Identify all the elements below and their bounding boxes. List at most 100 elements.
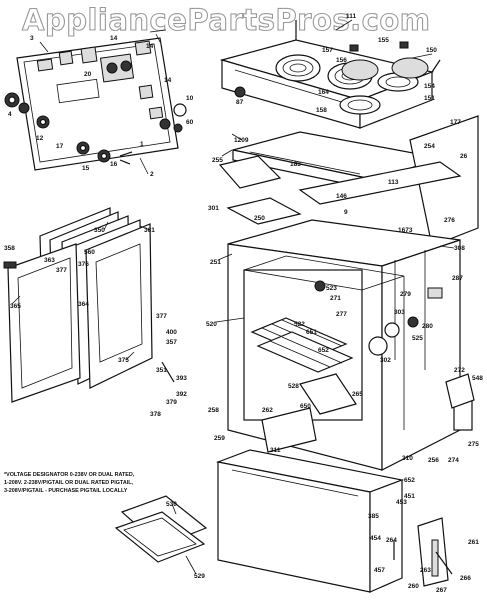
part-label: 254 — [424, 143, 435, 150]
part-label: 264 — [386, 537, 397, 544]
part-label: 351 — [156, 367, 167, 374]
part-label: 451 — [404, 493, 415, 500]
broiler-pan — [114, 495, 208, 563]
part-label: 14 — [146, 43, 154, 50]
part-label: 12 — [36, 135, 44, 142]
part-label: 164 — [318, 89, 329, 96]
control-knobs — [4, 92, 133, 165]
watermark: AppliancePartsPros.com — [22, 3, 430, 37]
part-label: 310 — [402, 455, 413, 462]
part-label: 262 — [262, 407, 273, 414]
part-label: 529 — [194, 573, 205, 580]
part-label: 2 — [150, 171, 154, 178]
oven-door — [3, 207, 175, 403]
part-label: 151 — [424, 95, 435, 102]
part-label: 530 — [166, 501, 177, 508]
part-label: 17 — [56, 143, 64, 150]
part-label: 256 — [428, 457, 439, 464]
part-label: 16 — [110, 161, 118, 168]
part-label: 9 — [344, 209, 348, 216]
part-label: 272 — [454, 367, 465, 374]
part-label: 261 — [468, 539, 479, 546]
part-label: 525 — [412, 335, 423, 342]
part-label: 375 — [118, 357, 129, 364]
part-label: 652 — [404, 477, 415, 484]
part-label: 385 — [368, 513, 379, 520]
door-hinges — [393, 517, 453, 587]
part-label: 365 — [10, 303, 21, 310]
part-label: 1 — [140, 141, 144, 148]
part-label: 400 — [166, 329, 177, 336]
part-label: 146 — [336, 193, 347, 200]
part-label: 302 — [380, 357, 391, 364]
part-label: 528 — [288, 383, 299, 390]
right-components — [314, 280, 475, 431]
part-label: 177 — [450, 119, 461, 126]
part-label: 157 — [322, 47, 333, 54]
part-label: 364 — [78, 301, 89, 308]
part-label: 454 — [370, 535, 381, 542]
part-label: 255 — [212, 157, 223, 164]
cooktop — [219, 20, 441, 129]
part-label: 652 — [318, 347, 329, 354]
part-label: 265 — [352, 391, 363, 398]
part-label: 363 — [44, 257, 55, 264]
part-label: 379 — [166, 399, 177, 406]
part-label: 266 — [460, 575, 471, 582]
part-label: 14 — [164, 77, 172, 84]
part-label: 276 — [444, 217, 455, 224]
part-label: 3 — [30, 35, 34, 42]
part-label: 280 — [422, 323, 433, 330]
part-label: 523 — [326, 285, 337, 292]
surface-units — [341, 41, 429, 81]
part-label: 250 — [254, 215, 265, 222]
part-label: 10 — [186, 95, 194, 102]
part-label: 263 — [420, 567, 431, 574]
part-label: 378 — [150, 411, 161, 418]
part-label: 357 — [166, 339, 177, 346]
part-label: 111 — [346, 13, 357, 20]
part-label: 650 — [300, 403, 311, 410]
part-callouts: 111 157 155 150 156 154 151 164 158 87 1… — [4, 13, 483, 594]
part-label: 522 — [294, 321, 305, 328]
part-label: 60 — [186, 119, 194, 126]
part-label: 311 — [270, 447, 281, 454]
part-label: 183 — [290, 161, 301, 168]
part-label: 520 — [206, 321, 217, 328]
part-label: 651 — [306, 329, 317, 336]
part-label: 301 — [208, 205, 219, 212]
note-line-3: 3-208V/PIGTAIL - PURCHASE PIGTAIL LOCALL… — [4, 488, 128, 494]
side-panel — [298, 115, 479, 247]
part-label: 113 — [388, 179, 399, 186]
part-label: 1209 — [234, 137, 249, 144]
part-label: 457 — [374, 567, 385, 574]
part-label: 1673 — [398, 227, 413, 234]
part-label: 267 — [436, 587, 447, 594]
part-label: 377 — [56, 267, 67, 274]
part-label: 158 — [316, 107, 327, 114]
note-line-1: *VOLTAGE DESIGNATOR 0-238V OR DUAL RATED… — [4, 472, 135, 478]
part-label: 279 — [400, 291, 411, 298]
part-label: 393 — [176, 375, 187, 382]
part-label: 350 — [94, 227, 105, 234]
part-label: 453 — [396, 499, 407, 506]
part-label: 155 — [378, 37, 389, 44]
part-label: 20 — [84, 71, 92, 78]
part-label: 271 — [330, 295, 341, 302]
part-label: 4 — [8, 111, 12, 118]
part-label: 274 — [448, 457, 459, 464]
storage-drawer — [215, 407, 405, 593]
part-label: 259 — [214, 435, 225, 442]
part-label: 156 — [336, 57, 347, 64]
voltage-note: *VOLTAGE DESIGNATOR 0-238V OR DUAL RATED… — [4, 472, 135, 494]
leader-lines — [11, 19, 455, 575]
part-label: 275 — [468, 441, 479, 448]
part-label: 361 — [144, 227, 155, 234]
part-label: 154 — [424, 83, 435, 90]
part-label: 258 — [208, 407, 219, 414]
part-label: 560 — [84, 249, 95, 256]
part-label: 358 — [4, 245, 15, 252]
part-label: 287 — [452, 275, 463, 282]
